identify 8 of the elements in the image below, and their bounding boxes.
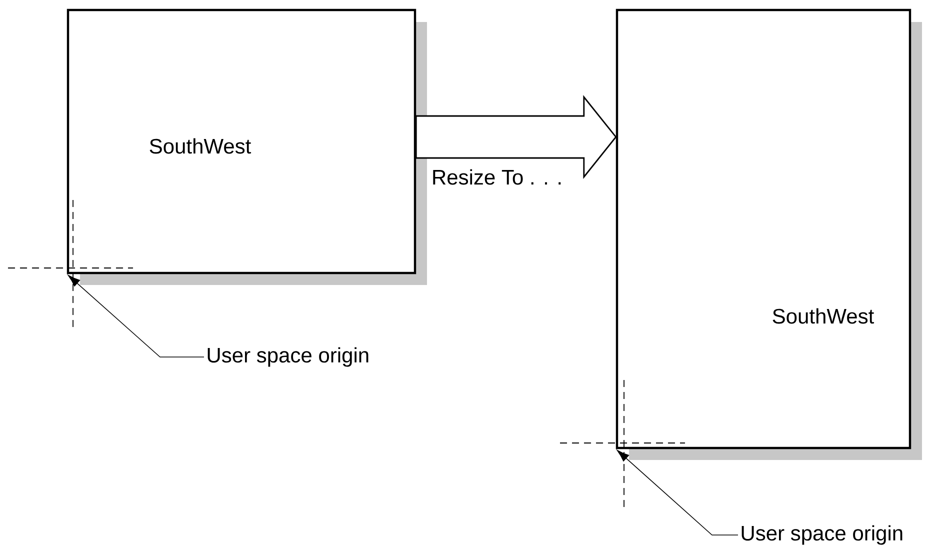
- block-arrow: [415, 95, 617, 179]
- callout-text: User space origin: [208, 347, 368, 367]
- edge-label: Resize To . . .: [433, 169, 561, 185]
- window-box: SouthWest: [616, 8, 922, 460]
- leader-line: [68, 274, 204, 358]
- window-box: SouthWest: [66, 8, 427, 285]
- leader-line: [616, 450, 738, 536]
- callout-text: User space origin: [742, 525, 902, 545]
